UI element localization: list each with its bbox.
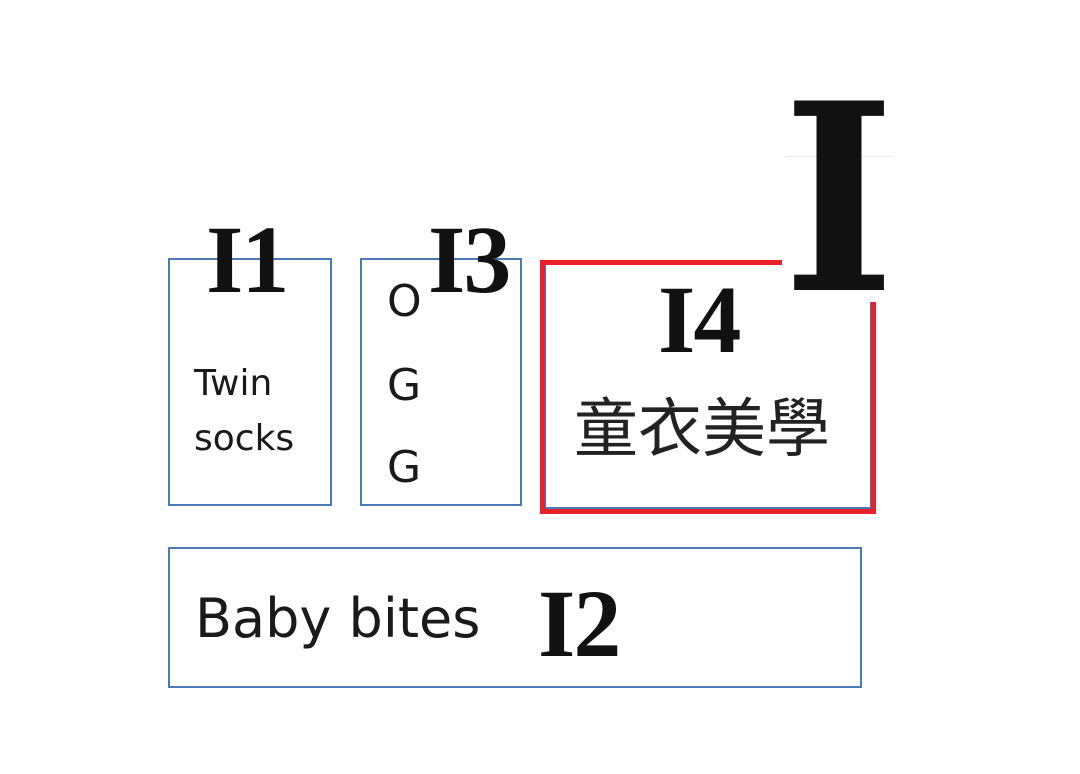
cursor-bg-patch [782,82,894,302]
box-i4-text: 童衣美學 [574,393,830,467]
box-i1-text-line1: Twin [194,363,273,404]
box-i2-id-label: I2 [538,570,621,677]
box-i1-text-line2: socks [194,418,295,459]
box-i4-id-label: I4 [658,266,741,373]
box-i2[interactable] [168,547,862,688]
box-i3[interactable] [360,258,522,506]
box-i3-text-line3: G [387,442,422,493]
cursor-guide-line [786,156,892,157]
box-i1[interactable] [168,258,332,506]
box-i2-text: Baby bites [195,587,481,650]
box-i4[interactable] [540,260,876,514]
box-i3-text-line1: O [387,276,422,327]
box-i1-id-label: I1 [206,206,289,313]
text-cursor-icon: I [783,47,895,352]
box-i3-text-line2: G [387,360,422,411]
box-i3-id-label: I3 [428,206,511,313]
